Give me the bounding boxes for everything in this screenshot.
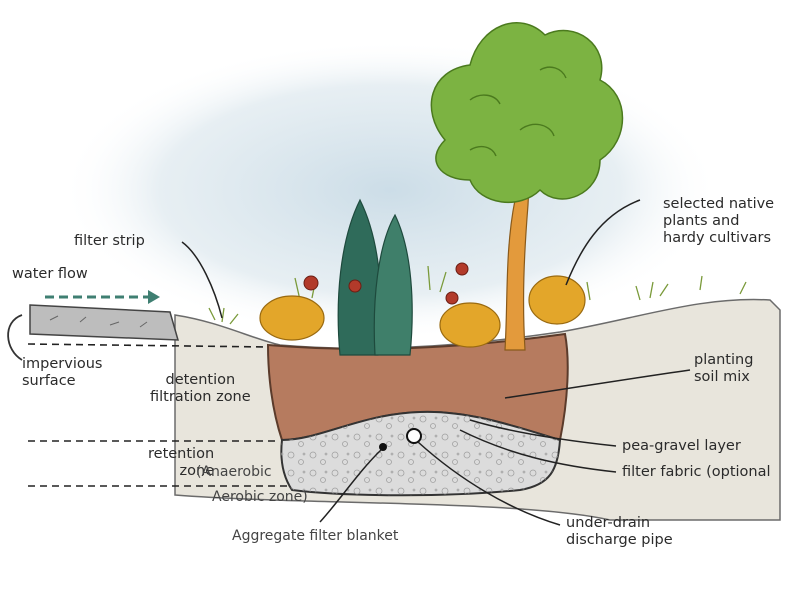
label-retention-line1: retention: [148, 446, 215, 462]
red-flowers: [303, 262, 469, 305]
label-aerobic: Aerobic zone): [212, 489, 308, 505]
leader-lines: [181, 199, 691, 526]
label-native-plants: selected native plants and hardy cultiva…: [663, 196, 774, 247]
label-retention-line2: zone: [179, 463, 215, 479]
label-aggregate-filter: Aggregate filter blanket: [232, 528, 399, 544]
drain-pipe-icon: [379, 428, 422, 451]
label-drain-line1: under-drain: [566, 515, 651, 531]
label-detention-zone: detention filtration zone: [150, 372, 251, 406]
label-filter-strip: filter strip: [74, 233, 145, 249]
label-impervious-line2: surface: [22, 373, 76, 389]
label-native-line3: hardy cultivars: [663, 230, 772, 246]
columnar-evergreens: [337, 198, 413, 356]
label-impervious-line1: impervious: [22, 356, 103, 372]
zone-boundary-lines: [27, 343, 290, 487]
label-impervious-surface: impervious surface: [22, 356, 102, 390]
label-detention-line2: filtration zone: [150, 389, 251, 405]
label-retention-zone: retention zone: [148, 446, 214, 480]
label-filter-fabric: filter fabric (optional: [622, 464, 771, 480]
label-native-line2: plants and: [663, 213, 740, 229]
water-flow-arrow-icon: [45, 290, 160, 304]
impervious-surface: [7, 304, 180, 361]
label-soil-line2: soil mix: [694, 369, 750, 385]
label-native-line1: selected native: [663, 196, 775, 212]
flowering-shrubs: [259, 275, 586, 348]
label-water-flow: water flow: [12, 266, 88, 282]
label-anaerobic: (Anaerobic: [196, 464, 272, 480]
label-planting-soil: planting soil mix: [694, 352, 753, 386]
label-soil-line1: planting: [694, 352, 754, 368]
tree: [430, 22, 624, 351]
label-drain-line2: discharge pipe: [566, 532, 673, 548]
label-detention-line1: detention: [165, 372, 236, 388]
label-under-drain: under-drain discharge pipe: [566, 515, 673, 549]
label-pea-gravel: pea-gravel layer: [622, 438, 741, 454]
